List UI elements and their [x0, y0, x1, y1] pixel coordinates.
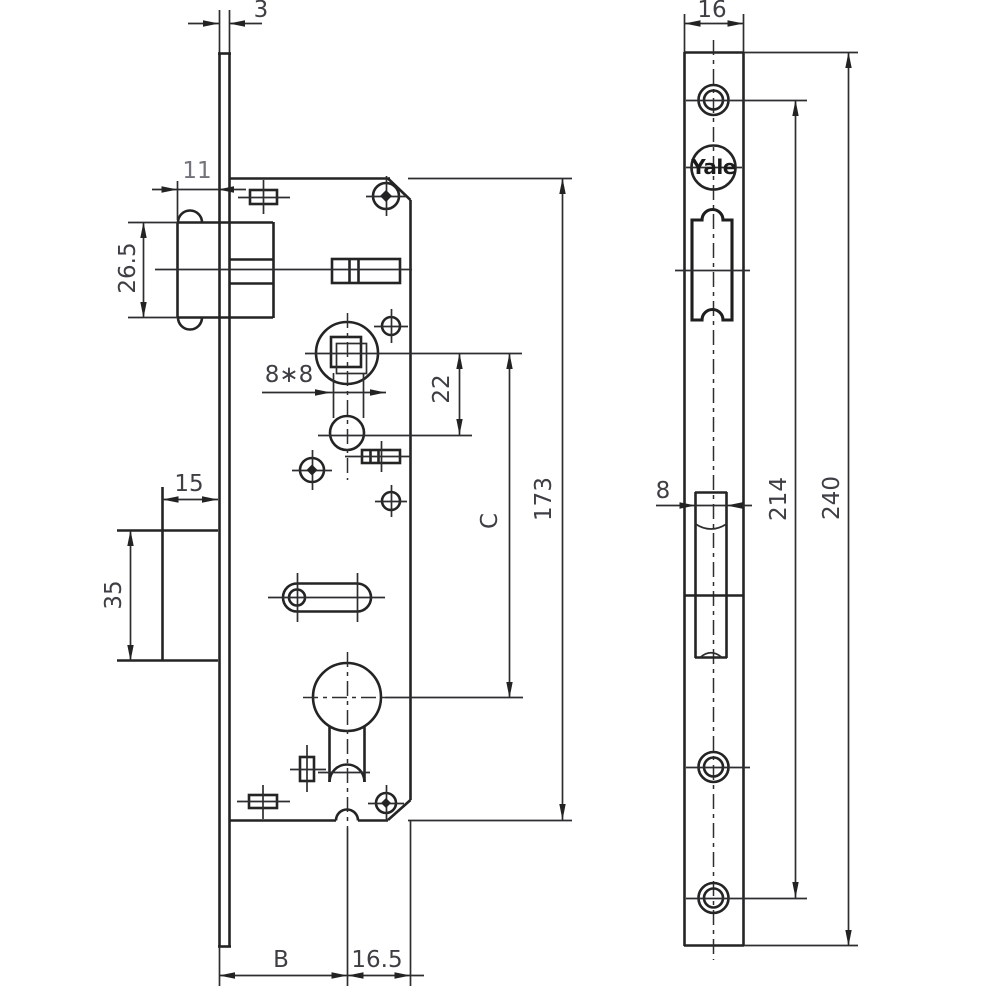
plate-screw-top	[686, 83, 807, 117]
svg-text:3: 3	[254, 0, 269, 23]
yale-logo-text: Yale	[690, 155, 736, 179]
svg-text:214: 214	[766, 477, 792, 521]
dim-strike-offset: 15	[162, 471, 218, 503]
dim-case-height: 173	[531, 178, 566, 820]
dim-cutout-height: 35	[101, 530, 134, 661]
svg-text:240: 240	[819, 476, 845, 520]
fixing-post-top	[238, 180, 290, 214]
dim-cylinder-to-edge: 16.5	[351, 947, 402, 973]
case-outline	[229, 177, 572, 986]
faceplate-front	[683, 14, 858, 960]
lower-cutout	[117, 487, 218, 662]
front-view: Yale	[656, 0, 858, 960]
dim-hub-spacing: 22	[429, 353, 463, 435]
svg-text:26.5: 26.5	[115, 242, 141, 293]
dim-backset: B 16.5	[219, 947, 424, 979]
svg-text:16: 16	[697, 0, 726, 23]
svg-text:35: 35	[101, 580, 127, 609]
spindle-follower	[305, 313, 522, 480]
faceplate-side	[218, 10, 231, 986]
dim-plate-length: 240	[819, 52, 852, 946]
dim-faceplate-thickness: 3	[188, 0, 268, 27]
latch-bolt	[155, 209, 412, 331]
plate-screw-bottom	[686, 881, 807, 915]
svg-text:11: 11	[182, 158, 211, 184]
side-view: 3 11 26.5 15	[101, 0, 572, 986]
pin-hole-upper	[374, 309, 408, 343]
spring-slot	[268, 573, 385, 622]
yale-logo: Yale	[686, 144, 742, 191]
latch-opening	[675, 208, 750, 322]
pin-hole-lower	[375, 485, 407, 517]
svg-text:173: 173	[531, 477, 557, 521]
svg-text:22: 22	[429, 374, 455, 403]
dim-spindle-size: 8∗8	[262, 362, 386, 396]
dim-hub-to-cylinder: C	[477, 353, 513, 698]
plate-screw-mid	[686, 750, 750, 784]
fixing-post-mid	[345, 441, 411, 472]
screw-hole-mid	[292, 450, 332, 490]
dim-screw-spacing: 214	[766, 100, 799, 898]
svg-text:15: 15	[174, 471, 203, 497]
euro-cylinder-cutout	[303, 652, 523, 986]
svg-text:8: 8	[656, 478, 671, 504]
dim-latch-projection: 11	[152, 158, 246, 220]
dim-latch-height: 26.5	[115, 221, 178, 319]
svg-text:B: B	[273, 947, 289, 973]
svg-text:C: C	[477, 513, 503, 529]
dim-plate-width: 16	[684, 0, 744, 27]
screw-hole-bottom	[368, 785, 404, 821]
svg-text:8∗8: 8∗8	[265, 362, 314, 388]
bolt-slot	[684, 491, 744, 659]
fixing-post-lower-v	[290, 745, 326, 792]
screw-hole-top	[366, 176, 406, 216]
fixing-post-lower-h	[237, 785, 290, 819]
dim-slot-width: 8	[656, 478, 752, 509]
